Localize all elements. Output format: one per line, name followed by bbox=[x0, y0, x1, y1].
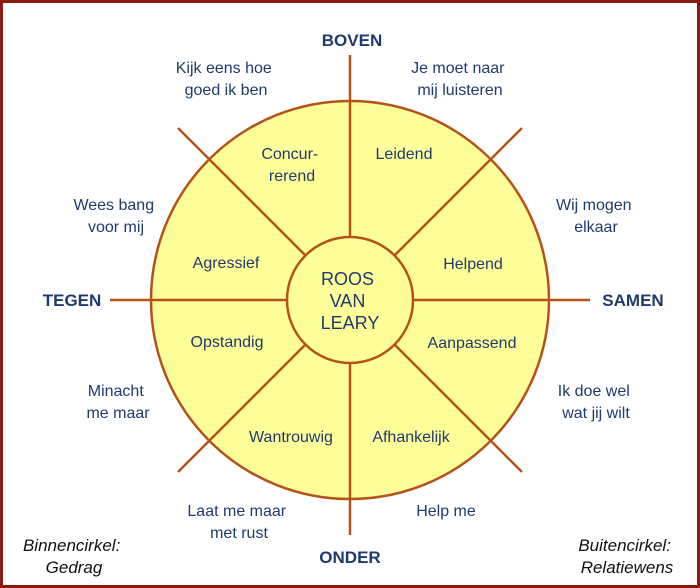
segment-leidend: Leidend bbox=[376, 146, 433, 163]
legend-outer-circle: Buitencirkel: Relatiewens bbox=[578, 536, 675, 577]
outer-bottom-right: Help me bbox=[416, 503, 476, 520]
outer-bottom-left: Laat me maar met rust bbox=[187, 503, 290, 542]
segment-helpend: Helpend bbox=[443, 256, 503, 273]
outer-right-top: Wij mogen elkaar bbox=[556, 197, 636, 236]
inner-circle bbox=[285, 235, 415, 365]
center-line-3: LEARY bbox=[321, 313, 380, 333]
direction-bottom: ONDER bbox=[319, 548, 380, 567]
segment-aanpassend: Aanpassend bbox=[428, 335, 517, 352]
center-line-2: VAN bbox=[330, 291, 366, 311]
outer-right-bottom: Ik doe wel wat jij wilt bbox=[558, 383, 635, 422]
direction-right: SAMEN bbox=[602, 291, 663, 310]
outer-left-bottom: Minacht me maar bbox=[86, 383, 150, 422]
center-label: ROOS VAN LEARY bbox=[321, 269, 380, 333]
segment-opstandig: Opstandig bbox=[191, 334, 264, 351]
direction-left: TEGEN bbox=[43, 291, 102, 310]
direction-top: BOVEN bbox=[322, 31, 382, 50]
outer-top-left: Kijk eens hoe goed ik ben bbox=[176, 60, 277, 99]
center-line-1: ROOS bbox=[321, 269, 374, 289]
segment-wantrouwig: Wantrouwig bbox=[249, 429, 333, 446]
outer-top-right: Je moet naar mij luisteren bbox=[411, 60, 509, 99]
legend-inner-circle: Binnencirkel: Gedrag bbox=[23, 536, 125, 577]
outer-left-top: Wees bang voor mij bbox=[73, 197, 158, 236]
segment-concurrerend: Concur- rerend bbox=[261, 146, 322, 185]
segment-afhankelijk: Afhankelijk bbox=[372, 429, 450, 446]
segment-agressief: Agressief bbox=[193, 255, 260, 272]
